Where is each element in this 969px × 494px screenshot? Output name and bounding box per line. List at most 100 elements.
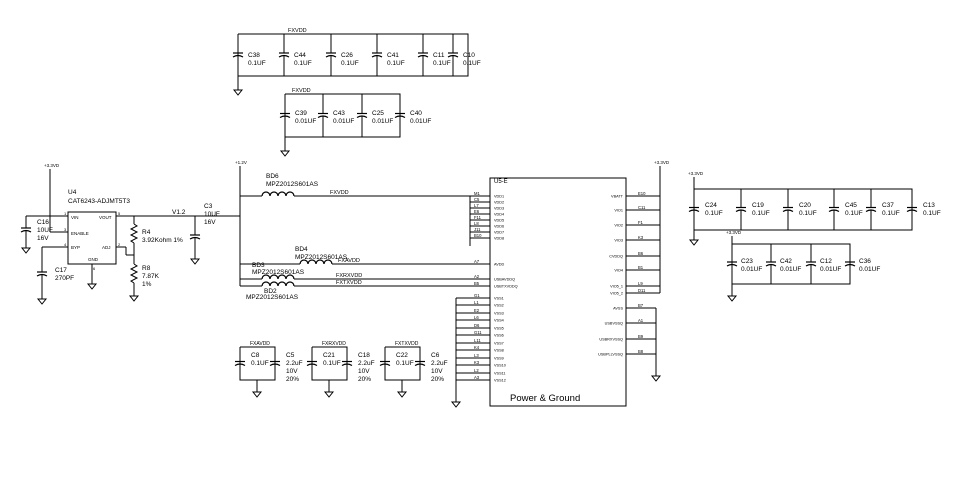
pin-name: VSS9 <box>494 357 504 361</box>
pin-name: VSS5 <box>494 327 504 331</box>
c16-value: 10UF <box>37 227 53 234</box>
cap-value: 0.1UF <box>799 210 817 217</box>
pin-name: VDD2 <box>494 201 504 205</box>
capacitor <box>726 244 738 284</box>
u4-part: CAT6243-ADJMT5T3 <box>68 198 130 205</box>
cap-value: 0.1UF <box>433 60 451 67</box>
pin-number: L7 <box>474 203 479 208</box>
c3-voltage: 16V <box>204 219 216 226</box>
cap-value: 0.1UF <box>845 210 863 217</box>
pin-name: USBRXVSSQ <box>599 338 623 342</box>
cap-value: 2.2uF <box>431 360 448 367</box>
pin-name: VSS1 <box>494 297 504 301</box>
pin-name: VDD1 <box>494 195 504 199</box>
pair-net-label: FXTXVDD <box>395 341 419 347</box>
pin-number: B7 <box>638 303 644 308</box>
cap-ref: C19 <box>752 202 764 209</box>
r4-value: 3.92Kohm 1% <box>142 237 183 244</box>
cap-value: 0.1UF <box>341 60 359 67</box>
pin-name: VSS3 <box>494 312 504 316</box>
cap-ref: C18 <box>358 352 370 359</box>
capacitor <box>279 94 291 137</box>
c3-ref: C3 <box>204 203 213 210</box>
capacitor <box>906 189 918 230</box>
pin-name: USBTXVDDQ <box>494 285 518 289</box>
cap-tolerance: 20% <box>431 376 444 383</box>
capacitor <box>379 347 391 380</box>
pin-name: VDD5 <box>494 219 504 223</box>
capacitor <box>371 34 383 76</box>
u4-ref: U4 <box>68 189 77 196</box>
pin-number: C11 <box>638 205 646 210</box>
net-label-fxtxvdd: FXTXVDD <box>336 280 362 286</box>
top-cap-row: C380.1UFC440.1UFC260.1UFC410.1UFC110.1UF… <box>232 34 481 76</box>
pin-number: F11 <box>474 215 482 220</box>
power-label-v33-right-top: +3.3VD <box>688 171 704 176</box>
c16-ref: C16 <box>37 219 49 226</box>
pin-number: L9 <box>638 281 643 286</box>
pin-name: VSS6 <box>494 334 504 338</box>
cap-ref: C36 <box>859 258 871 265</box>
pin-name: VDD6 <box>494 225 504 229</box>
cap-ref: C45 <box>845 202 857 209</box>
pin-name: VBATT <box>611 195 624 199</box>
bottom-decoupling-pairs: FXAVDDC80.1UFC52.2uF10V20%FXRXVDDC210.1U… <box>234 341 448 398</box>
bd4-part: MPZ2012S601AS <box>295 254 348 261</box>
r8-ref: R8 <box>142 265 151 272</box>
capacitor <box>317 94 329 137</box>
pin-name: AVDD <box>494 263 505 267</box>
cap-value: 0.1UF <box>463 60 481 67</box>
capacitor <box>688 189 700 230</box>
pin-name: AVSS <box>613 307 623 311</box>
pin-number: G11 <box>474 330 482 335</box>
cap-value: 0.1UF <box>323 360 341 367</box>
cap-ref: C41 <box>387 52 399 59</box>
pin-number: B6 <box>638 251 644 256</box>
u4-pinnum-enable: 3 <box>64 227 67 232</box>
pin-number: A7 <box>474 259 480 264</box>
pin-name: VDD4 <box>494 213 504 217</box>
cap-ref: C39 <box>295 110 307 117</box>
cap-value: 0.01UF <box>741 266 762 273</box>
u4-pin-enable: ENABLE <box>71 231 89 236</box>
pin-name: CVDDQ <box>609 255 623 259</box>
bd2-part: MPZ2012S601AS <box>246 294 299 301</box>
u4-pinnum-byp: 4 <box>64 242 67 247</box>
cap-ref: C25 <box>372 110 384 117</box>
cap-value: 0.1UF <box>923 210 941 217</box>
power-label-v33-right-bot: +3.3VD <box>726 230 742 235</box>
pin-number: E2 <box>474 308 480 313</box>
c16-voltage: 16V <box>37 235 49 242</box>
capacitor <box>356 94 368 137</box>
pin-number: B9 <box>638 334 644 339</box>
pin-number: B10 <box>474 233 482 238</box>
bd4-ref: BD4 <box>295 246 308 253</box>
net-label-fxavdd: FXAVDD <box>338 258 360 264</box>
u4-pinnum-gnd: 6 <box>93 266 96 271</box>
pin-name: VSS10 <box>494 364 506 368</box>
cap-value: 0.01UF <box>820 266 841 273</box>
pin-number: B5 <box>474 281 480 286</box>
capacitor <box>306 347 318 380</box>
pin-number: F1 <box>638 220 644 225</box>
pin-name: VIO5_1 <box>610 285 623 289</box>
